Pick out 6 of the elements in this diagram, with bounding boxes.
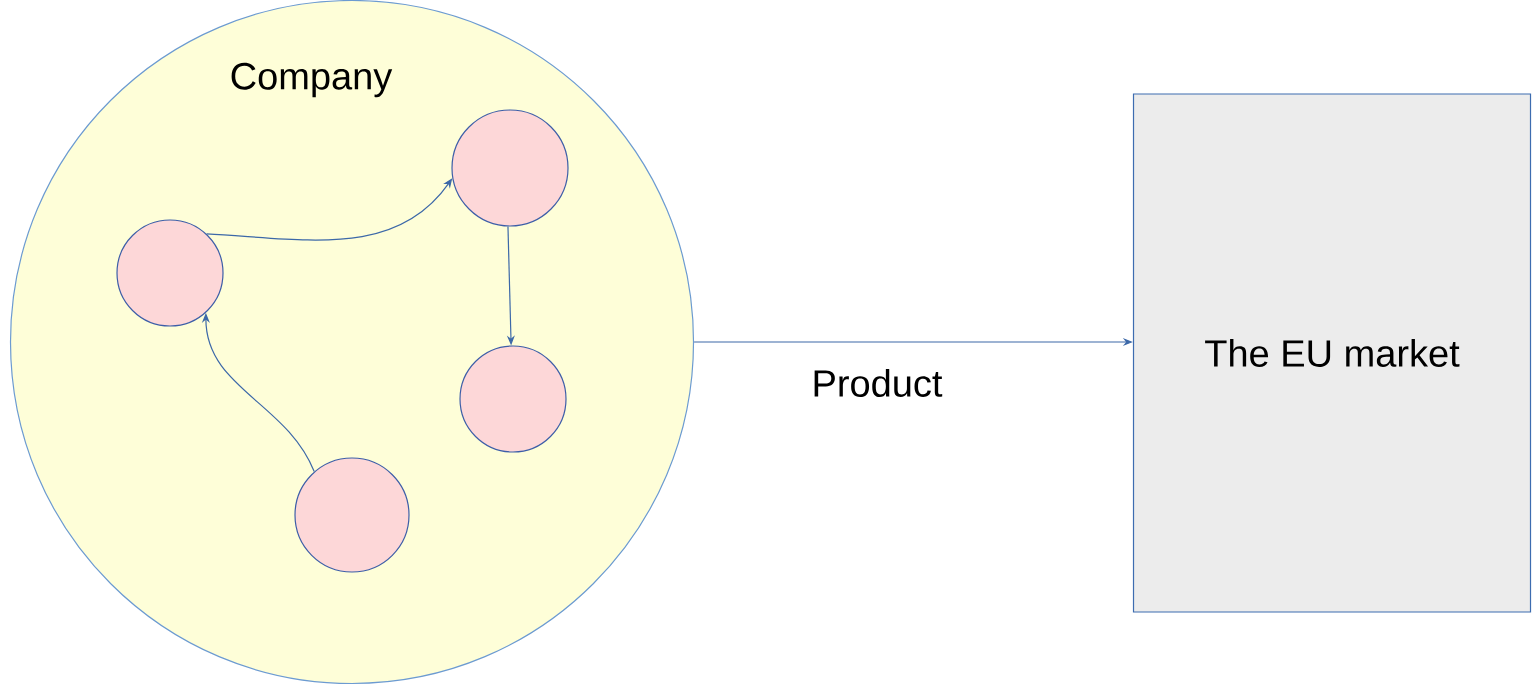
circle [459, 345, 567, 453]
circle [294, 457, 410, 573]
circle [116, 219, 224, 327]
circle [451, 109, 569, 227]
market-box: The EU market [1132, 93, 1532, 613]
edge-label: Product [809, 367, 945, 399]
